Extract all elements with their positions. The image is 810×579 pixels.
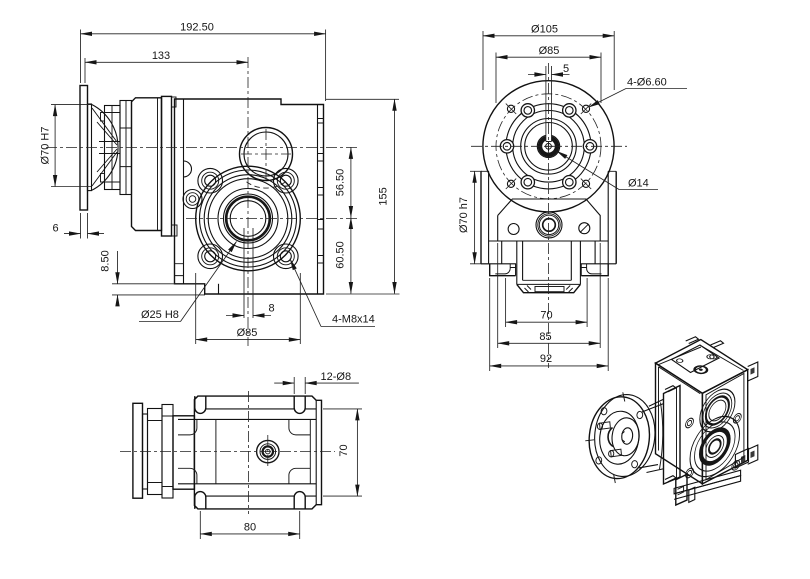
svg-text:56.50: 56.50 <box>335 169 347 197</box>
svg-text:155: 155 <box>378 187 390 205</box>
svg-text:6: 6 <box>52 223 58 235</box>
svg-text:70: 70 <box>338 444 350 456</box>
svg-text:Ø14: Ø14 <box>628 178 649 190</box>
svg-text:60.50: 60.50 <box>335 241 347 269</box>
svg-text:Ø70 H7: Ø70 H7 <box>40 127 52 165</box>
svg-text:Ø85: Ø85 <box>237 327 258 339</box>
svg-text:Ø85: Ø85 <box>539 45 560 57</box>
svg-text:Ø70 h7: Ø70 h7 <box>458 197 470 233</box>
svg-text:12-Ø8: 12-Ø8 <box>321 371 352 383</box>
svg-text:85: 85 <box>539 331 551 343</box>
svg-text:133: 133 <box>152 50 170 62</box>
svg-text:4-M8x14: 4-M8x14 <box>332 314 375 326</box>
svg-text:4-Ø6.60: 4-Ø6.60 <box>627 77 667 89</box>
svg-text:5: 5 <box>563 63 569 75</box>
svg-text:8: 8 <box>268 303 274 315</box>
svg-text:8.50: 8.50 <box>100 250 112 271</box>
svg-text:92: 92 <box>540 353 552 365</box>
svg-text:80: 80 <box>244 522 256 534</box>
svg-text:70: 70 <box>540 310 552 322</box>
svg-text:192.50: 192.50 <box>180 22 214 34</box>
svg-text:Ø25 H8: Ø25 H8 <box>141 309 179 321</box>
svg-text:Ø105: Ø105 <box>531 24 558 36</box>
